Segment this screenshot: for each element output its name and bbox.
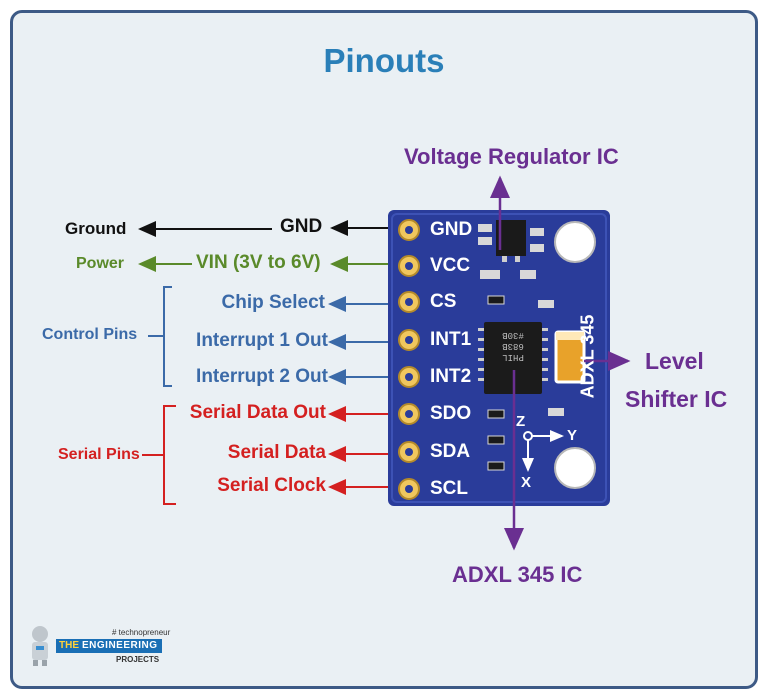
pin-label-sda: SDA xyxy=(430,441,471,462)
pin-pads xyxy=(398,219,420,500)
logo-robot-icon xyxy=(32,626,48,666)
pin-label-scl: SCL xyxy=(430,478,468,499)
smd-components xyxy=(478,224,564,471)
adxl-ic-label: ADXL 345 IC xyxy=(452,562,583,587)
pin-label-sdo: SDO xyxy=(430,403,472,424)
pin-label-gnd: GND xyxy=(430,219,473,240)
serial-clock-label: Serial Clock xyxy=(217,475,326,496)
adxl-chip xyxy=(478,322,548,394)
axis-z-label: Z xyxy=(516,413,526,430)
page-title: Pinouts xyxy=(323,42,445,79)
serial-pins-label: Serial Pins xyxy=(58,446,140,463)
axis-y-label: Y xyxy=(567,427,578,444)
serial-data-label: Serial Data xyxy=(227,442,326,463)
level-label: Level xyxy=(645,348,704,374)
diagram-frame xyxy=(10,10,758,689)
logo-projects: PROJECTS xyxy=(116,655,160,664)
accelerometer-board xyxy=(388,210,610,506)
voltage-regulator-label: Voltage Regulator IC xyxy=(404,144,619,169)
chip-select-label: Chip Select xyxy=(221,292,325,313)
axis-x-label: X xyxy=(521,474,532,491)
gnd-label: GND xyxy=(280,216,323,237)
shifter-ic-label: Shifter IC xyxy=(625,386,728,412)
interrupt1-label: Interrupt 1 Out xyxy=(196,330,328,351)
pin-label-cs: CS xyxy=(430,291,457,312)
pin-label-vcc: VCC xyxy=(430,255,471,276)
serial-data-out-label: Serial Data Out xyxy=(189,402,326,423)
control-pins-label: Control Pins xyxy=(42,326,138,343)
power-label: Power xyxy=(76,255,125,272)
axis-symbol xyxy=(522,430,564,472)
pin-label-int2: INT2 xyxy=(430,366,472,387)
vin-label: VIN (3V to 6V) xyxy=(196,252,321,273)
pin-label-int1: INT1 xyxy=(430,329,472,350)
ground-label: Ground xyxy=(65,219,127,238)
mounting-hole-bottom xyxy=(554,447,596,489)
pin-arrows xyxy=(138,220,388,495)
logo-the: THE xyxy=(59,640,79,651)
mounting-hole-top xyxy=(554,221,596,263)
logo-tag: # technopreneur xyxy=(112,628,171,637)
board-model-text: ADXL 345 xyxy=(577,314,598,399)
chip-marking: PHIL 683B #30B xyxy=(502,330,524,362)
logo-engineering: ENGINEERING xyxy=(82,640,158,651)
interrupt2-label: Interrupt 2 Out xyxy=(196,366,328,387)
